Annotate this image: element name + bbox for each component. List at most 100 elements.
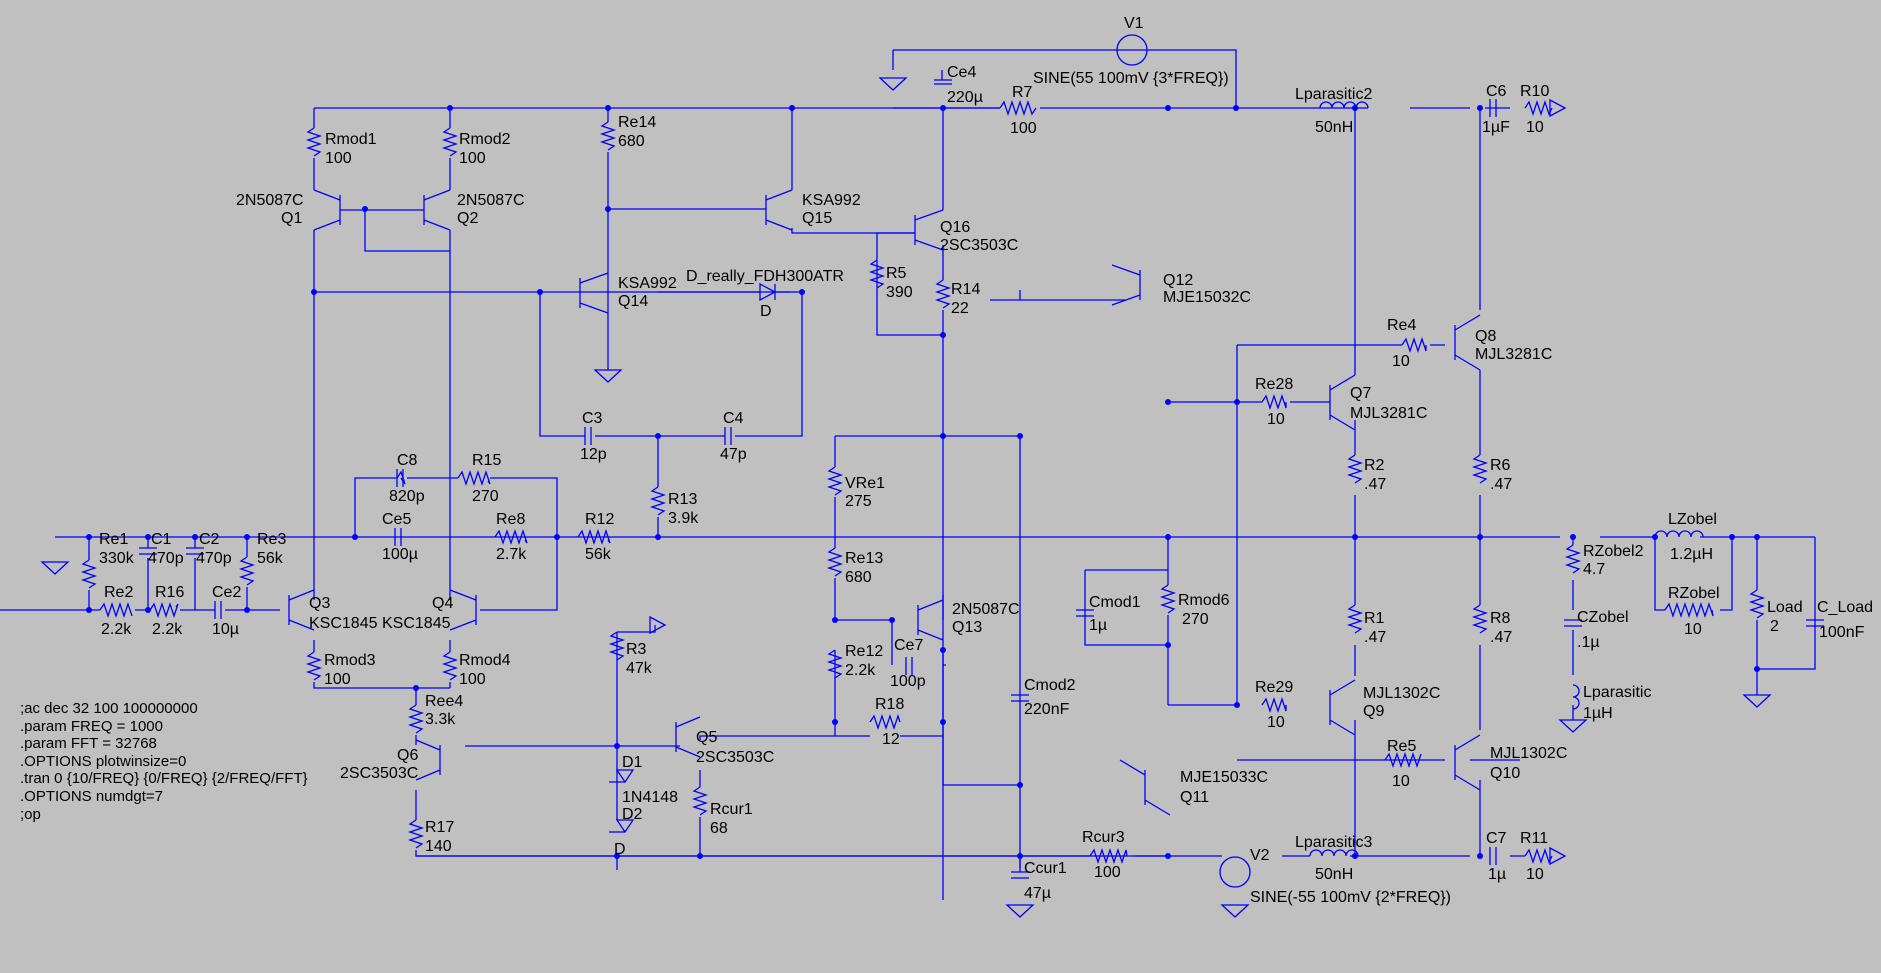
- transistor-symbol: [415, 739, 441, 781]
- label-c8-val: 820p: [389, 488, 425, 505]
- label-r11-val: 10: [1526, 866, 1544, 883]
- label-re12: Re12: [845, 643, 883, 660]
- diode-symbol: [609, 769, 635, 784]
- resistor-symbol: [494, 528, 528, 546]
- label-rcur3-val: 100: [1094, 864, 1121, 881]
- label-c3: C3: [582, 410, 603, 427]
- label-re4-val: 10: [1392, 353, 1410, 370]
- label-c8: C8: [397, 452, 418, 469]
- transistor-symbol: [1119, 759, 1171, 816]
- label-q3: Q3: [309, 595, 330, 612]
- transistor-symbol: [449, 589, 477, 631]
- components: [40, 34, 1824, 918]
- label-c2-val: 470p: [196, 550, 232, 567]
- capacitor-symbol: [1806, 619, 1824, 627]
- resistor-symbol: [149, 601, 179, 619]
- label-r2: R2: [1364, 457, 1385, 474]
- label-rcur1: Rcur1: [710, 801, 753, 818]
- capacitor-symbol: [724, 427, 732, 445]
- capacitor-symbol: [934, 79, 952, 85]
- label-lparasitic2-val: 50nH: [1315, 119, 1353, 136]
- label-r3-val: 47k: [626, 660, 653, 677]
- label-q11: Q11: [1180, 789, 1209, 806]
- label-ce7-val: 100p: [890, 673, 926, 690]
- capacitor-symbol: [1489, 847, 1497, 865]
- label-c4: C4: [723, 410, 744, 427]
- inductor-symbol: [1654, 530, 1704, 538]
- label-q1: Q1: [281, 210, 302, 227]
- output-terminal: [1549, 846, 1567, 866]
- resistor-symbol: [868, 259, 886, 289]
- label-q13-type: 2N5087C: [952, 601, 1020, 618]
- resistor-symbol: [1346, 604, 1364, 634]
- label-re3: Re3: [257, 531, 286, 548]
- label-d-model: D_really_FDH300ATR: [686, 268, 844, 285]
- label-re2: Re2: [104, 584, 133, 601]
- label-r16: R16: [155, 584, 184, 601]
- label-r14-val: 22: [951, 300, 969, 317]
- resistor-symbol: [608, 631, 626, 661]
- label-rmod3: Rmod3: [324, 652, 376, 669]
- label-vre1: VRe1: [845, 475, 885, 492]
- label-lparasitic2: Lparasitic2: [1295, 86, 1372, 103]
- label-ce4: Ce4: [947, 64, 976, 81]
- label-lparasitic3: Lparasitic3: [1295, 834, 1372, 851]
- junction-dots: [86, 105, 1760, 859]
- label-re28-val: 10: [1267, 411, 1285, 428]
- label-ce2-val: 10µ: [212, 621, 239, 638]
- label-ree4: Ree4: [425, 693, 463, 710]
- label-czobel: CZobel: [1577, 609, 1629, 626]
- resistor-symbol: [691, 786, 709, 816]
- label-re14: Re14: [618, 114, 656, 131]
- label-cmod2-val: 220nF: [1024, 701, 1070, 718]
- transistor-symbol: [1111, 264, 1141, 306]
- resistor-symbol: [1089, 847, 1128, 865]
- resistor-symbol: [1159, 584, 1177, 614]
- ground-symbol: [593, 369, 623, 383]
- label-q14-type: KSA992: [618, 275, 677, 292]
- label-v2-val: SINE(-55 100mV {2*FREQ}): [1250, 889, 1451, 906]
- label-q9: Q9: [1363, 703, 1384, 720]
- label-d1: D1: [622, 754, 643, 771]
- inductor-symbol: [1572, 684, 1580, 710]
- transistor-symbol: [1454, 734, 1481, 791]
- label-c4-val: 47p: [720, 446, 747, 463]
- label-r18-val: 12: [882, 731, 900, 748]
- label-q4-type: KSC1845: [382, 615, 451, 632]
- capacitor-symbol: [1564, 619, 1582, 627]
- resistor-symbol: [826, 547, 844, 577]
- label-re8-val: 2.7k: [496, 546, 527, 563]
- label-q4: Q4: [432, 595, 453, 612]
- label-q16: Q16: [940, 219, 970, 236]
- resistor-symbol: [441, 127, 459, 157]
- label-r15: R15: [472, 452, 501, 469]
- capacitor-symbol: [214, 601, 222, 619]
- label-q2-type: 2N5087C: [457, 192, 525, 209]
- label-ce2: Ce2: [212, 584, 241, 601]
- label-lzobel-val: 1.2µH: [1670, 546, 1713, 563]
- resistor-symbol: [869, 713, 901, 731]
- label-c6: C6: [1486, 83, 1507, 100]
- spice-directive: .OPTIONS numdgt=7: [20, 787, 163, 805]
- capacitor-symbol: [1011, 871, 1029, 879]
- label-lparasitic: Lparasitic: [1583, 684, 1651, 701]
- label-rmod2-val: 100: [459, 150, 486, 167]
- label-r13-val: 3.9k: [668, 510, 699, 527]
- label-rmod1-val: 100: [325, 150, 352, 167]
- label-v1: V1: [1124, 15, 1144, 32]
- label-q8-type: MJL3281C: [1475, 346, 1552, 363]
- label-q6: Q6: [397, 747, 418, 764]
- resistor-symbol: [599, 121, 617, 151]
- label-re2-val: 2.2k: [101, 621, 132, 638]
- label-r5: R5: [886, 265, 907, 282]
- resistor-symbol: [826, 649, 844, 679]
- label-r18: R18: [875, 696, 904, 713]
- label-re3-val: 56k: [257, 550, 284, 567]
- label-d-label: D: [760, 303, 772, 320]
- label-ccur1: Ccur1: [1024, 860, 1067, 877]
- label-cmod1: Cmod1: [1089, 594, 1141, 611]
- label-ce5: Ce5: [382, 511, 411, 528]
- label-rmod3-val: 100: [324, 671, 351, 688]
